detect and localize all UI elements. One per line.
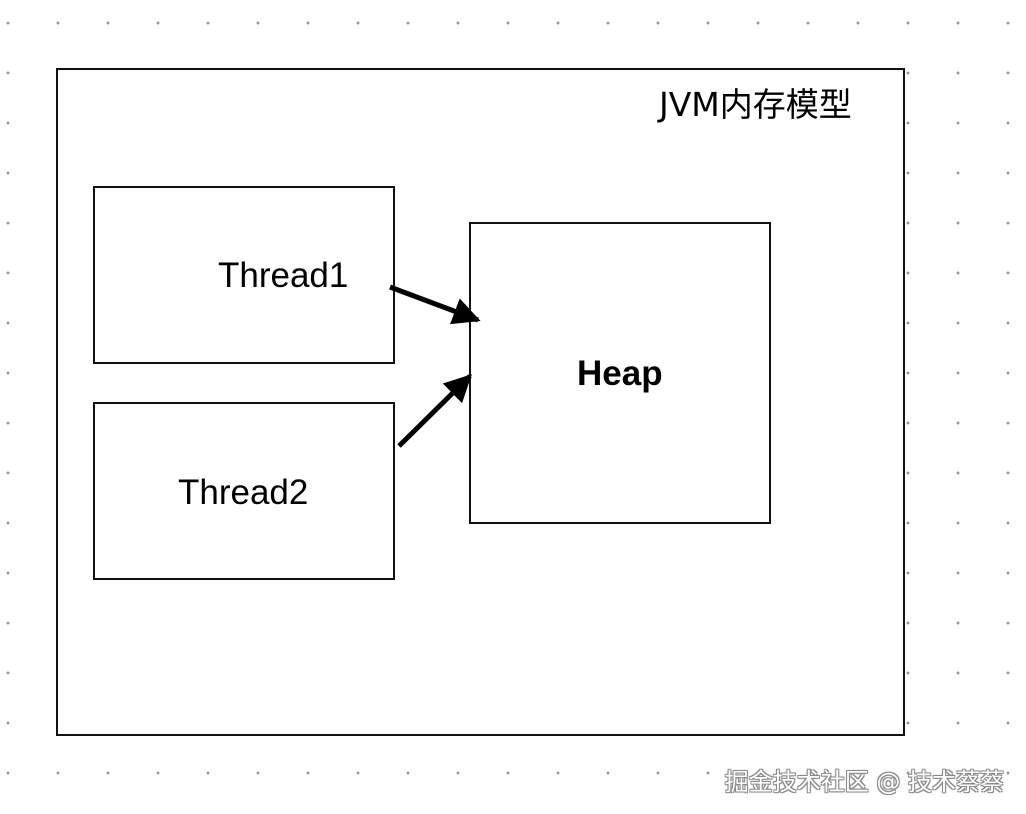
thread2-node: [93, 402, 395, 580]
heap-label: Heap: [577, 354, 663, 393]
thread1-label: Thread1: [218, 256, 349, 295]
thread1-node: [93, 186, 395, 364]
heap-node: [469, 222, 771, 524]
thread2-label: Thread2: [178, 473, 309, 512]
container-title: JVM内存模型: [659, 85, 852, 124]
watermark: 掘金技术社区 @ 技术蔡蔡: [724, 768, 1004, 796]
